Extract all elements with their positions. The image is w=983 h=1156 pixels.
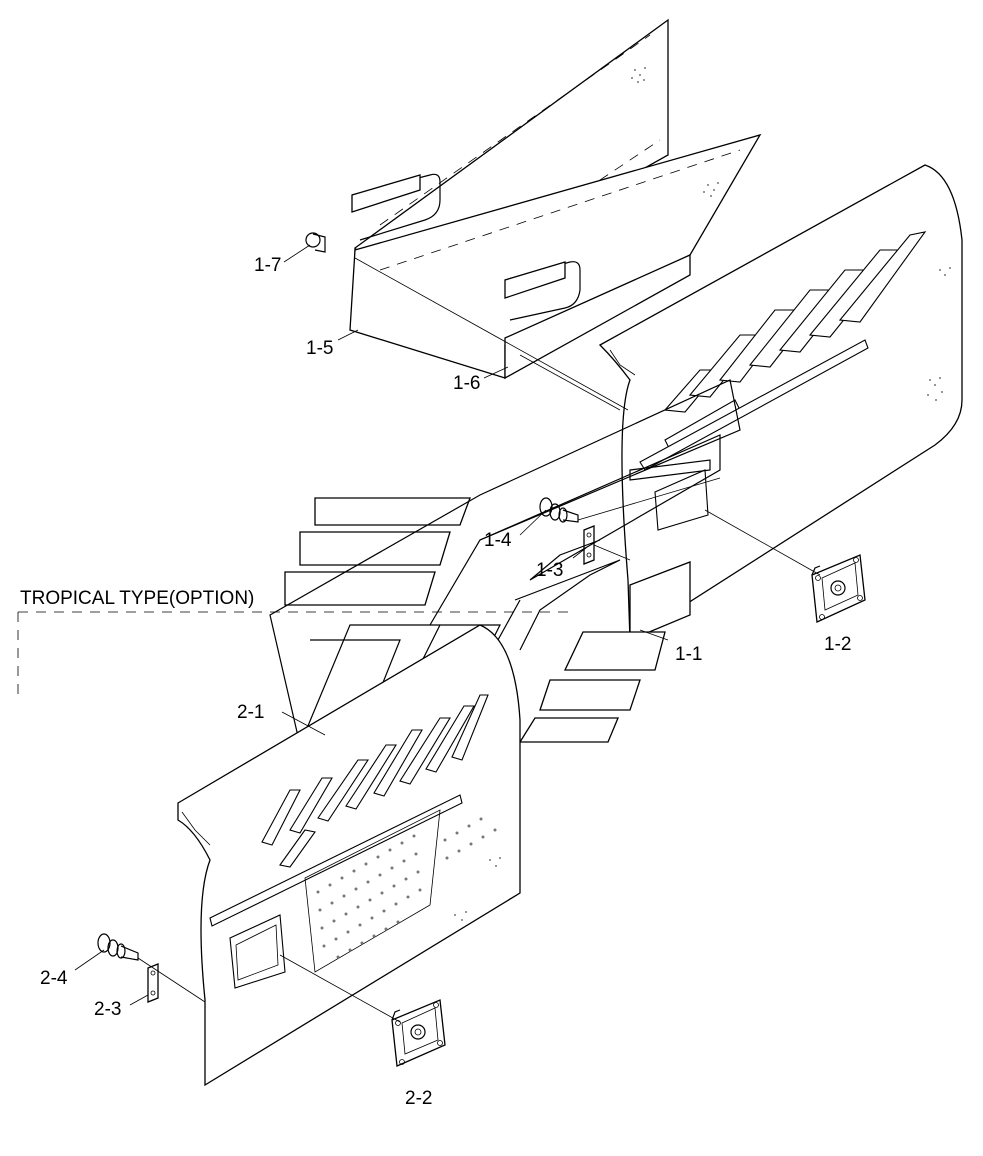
callout-1-5: 1-5 (306, 338, 333, 359)
callout-1-2: 1-2 (824, 634, 851, 655)
leader-lines (283, 244, 821, 641)
vent-slots (209, 694, 489, 927)
callout-1-3: 1-3 (536, 560, 563, 581)
callout-2-1: 2-1 (237, 702, 264, 723)
callout-2-4: 2-4 (40, 968, 68, 989)
callout-1-4: 1-4 (484, 530, 512, 551)
bolt-1-7 (305, 232, 326, 253)
clip-1-3 (583, 525, 595, 565)
latch-1-2 (811, 554, 866, 623)
callout-2-3: 2-3 (94, 999, 121, 1020)
caption-bracket (17, 611, 575, 700)
callout-1-7: 1-7 (254, 255, 281, 276)
texture-dots (631, 67, 646, 83)
tropical-type-caption: TROPICAL TYPE(OPTION) (20, 588, 254, 609)
leader-lines-2 (74, 711, 401, 1023)
side-cover-2-1 (177, 624, 521, 1087)
texture-dots (927, 267, 951, 401)
callout-1-6: 1-6 (453, 373, 480, 394)
texture-dots (316, 817, 501, 959)
perforation-area (304, 809, 441, 973)
bolt-1-4 (539, 497, 579, 523)
callout-2-2: 2-2 (405, 1088, 432, 1109)
bolt-2-4 (97, 933, 139, 961)
texture-dots (703, 182, 719, 197)
vent-slots (639, 231, 927, 471)
insulation-pad-1-6 (349, 133, 762, 380)
side-cover-1-1 (598, 164, 963, 642)
latch-2-2 (391, 999, 446, 1067)
callout-1-1: 1-1 (675, 644, 702, 665)
clip-2-3 (147, 963, 159, 1003)
